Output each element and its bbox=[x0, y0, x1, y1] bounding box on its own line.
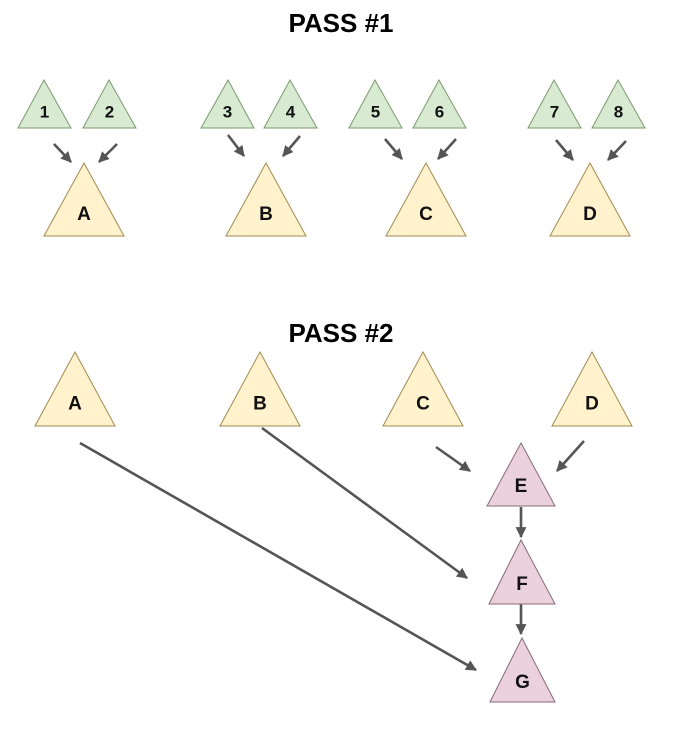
node-E: E bbox=[486, 441, 556, 507]
node-label-n8: 8 bbox=[614, 102, 623, 121]
node-n5: 5 bbox=[348, 78, 403, 129]
node-label-p2B: B bbox=[253, 394, 267, 415]
node-p2D: D bbox=[551, 350, 633, 427]
node-label-G: G bbox=[515, 672, 530, 693]
nodes-layer: 1 2 3 4 5 6 7 8A B C D A B C D E F G bbox=[17, 78, 646, 703]
node-p1A: A bbox=[43, 161, 125, 237]
triangle-n4 bbox=[263, 78, 318, 129]
node-p1C: C bbox=[385, 161, 467, 237]
node-n7: 7 bbox=[527, 78, 582, 129]
edge-arrow-p2D-E bbox=[556, 440, 585, 472]
node-n6: 6 bbox=[412, 78, 467, 129]
triangle-n6 bbox=[412, 78, 467, 129]
edge-arrow-n2-p1A bbox=[98, 143, 118, 163]
node-F: F bbox=[488, 538, 556, 605]
node-label-E: E bbox=[515, 476, 528, 497]
node-label-n1: 1 bbox=[40, 102, 49, 121]
triangle-n1 bbox=[17, 78, 72, 129]
triangle-F bbox=[488, 538, 556, 605]
node-label-n5: 5 bbox=[371, 102, 380, 121]
triangle-p2C bbox=[382, 350, 464, 427]
triangle-n2 bbox=[82, 78, 137, 129]
edge-arrow-n1-p1A bbox=[53, 143, 72, 163]
node-p2B: B bbox=[219, 350, 301, 427]
node-n8: 8 bbox=[591, 78, 646, 129]
triangle-p1C bbox=[385, 161, 467, 237]
triangle-p2D bbox=[551, 350, 633, 427]
edge-arrow-p2C-E bbox=[435, 445, 471, 473]
edge-arrow-p2A-G bbox=[79, 441, 477, 672]
edges-layer bbox=[53, 134, 627, 672]
edge-arrow-n7-p1D bbox=[555, 139, 574, 161]
node-label-n6: 6 bbox=[435, 102, 444, 121]
triangle-n7 bbox=[527, 78, 582, 129]
pass-1-title: PASS #1 bbox=[288, 8, 393, 38]
edge-arrow-n4-p1B bbox=[282, 135, 301, 157]
node-n2: 2 bbox=[82, 78, 137, 129]
node-G: G bbox=[489, 636, 556, 703]
triangle-G bbox=[489, 636, 556, 703]
triangle-p1D bbox=[549, 161, 631, 237]
node-n4: 4 bbox=[263, 78, 318, 129]
triangle-p1A bbox=[43, 161, 125, 237]
node-label-p2D: D bbox=[585, 394, 599, 415]
triangle-p2A bbox=[34, 350, 116, 427]
node-n3: 3 bbox=[200, 78, 255, 129]
node-label-n7: 7 bbox=[550, 102, 559, 121]
pass-2-title: PASS #2 bbox=[288, 318, 393, 348]
node-label-p1C: C bbox=[419, 204, 433, 225]
node-label-n3: 3 bbox=[223, 102, 232, 121]
triangle-p2B bbox=[219, 350, 301, 427]
node-p2A: A bbox=[34, 350, 116, 427]
triangle-p1B bbox=[225, 161, 307, 237]
edge-arrow-n3-p1B bbox=[226, 134, 246, 157]
node-p1B: B bbox=[225, 161, 307, 237]
node-label-p1D: D bbox=[583, 204, 597, 225]
node-label-n2: 2 bbox=[105, 102, 114, 121]
node-label-p2A: A bbox=[68, 394, 82, 415]
triangle-n3 bbox=[200, 78, 255, 129]
node-p1D: D bbox=[549, 161, 631, 237]
node-label-p1B: B bbox=[259, 204, 273, 225]
node-label-n4: 4 bbox=[286, 102, 296, 121]
node-n1: 1 bbox=[17, 78, 72, 129]
edge-arrow-n6-p1C bbox=[437, 138, 457, 160]
node-label-p2C: C bbox=[416, 394, 430, 415]
triangle-n5 bbox=[348, 78, 403, 129]
edge-arrow-n5-p1C bbox=[384, 138, 403, 160]
triangle-n8 bbox=[591, 78, 646, 129]
edge-arrow-n8-p1D bbox=[607, 140, 627, 161]
node-p2C: C bbox=[382, 350, 464, 427]
node-label-F: F bbox=[516, 574, 528, 595]
node-label-p1A: A bbox=[77, 204, 91, 225]
triangle-E bbox=[486, 441, 556, 507]
edge-arrow-p2B-F bbox=[261, 426, 468, 580]
